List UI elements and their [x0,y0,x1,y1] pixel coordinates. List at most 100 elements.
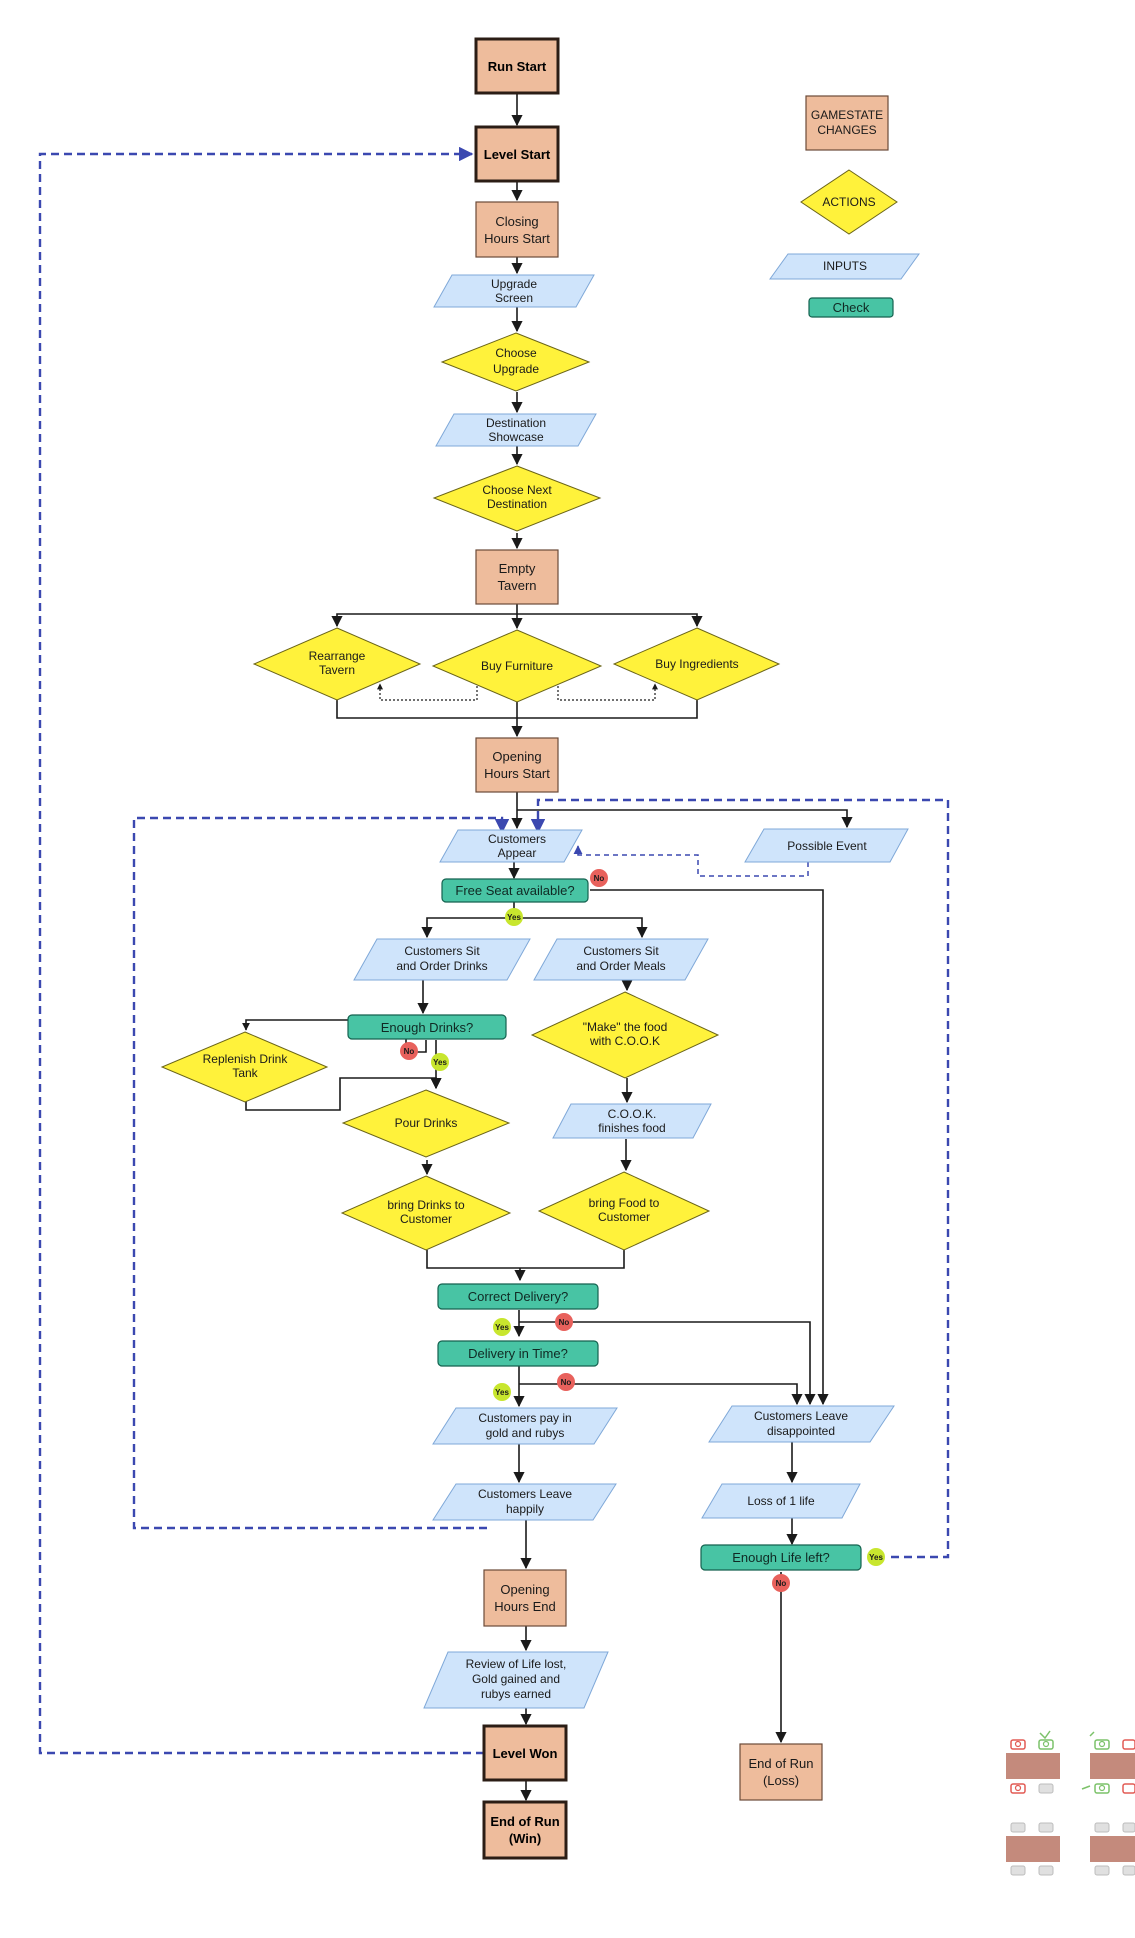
node-level-start[interactable]: Level Start [474,125,560,183]
node-bring-drinks[interactable]: bring Drinks to Customer [340,1175,512,1251]
loss-of-life-label: Loss of 1 life [747,1494,815,1508]
empty-tavern-label-1: Empty [499,561,536,576]
bring-food-label-2: Customer [598,1210,650,1224]
cook-finishes-label-2: finishes food [598,1121,665,1135]
node-sit-order-drinks[interactable]: Customers Sit and Order Drinks [353,938,531,981]
badge-enough-drinks-no: No [400,1042,418,1060]
node-end-run-loss[interactable]: End of Run (Loss) [739,1743,823,1801]
node-buy-furniture[interactable]: Buy Furniture [431,629,603,703]
node-sit-order-meals[interactable]: Customers Sit and Order Meals [533,938,709,981]
flow-lines [242,93,853,1802]
buy-ingredients-label: Buy Ingredients [655,657,738,671]
node-make-food[interactable]: "Make" the food with C.O.O.K [530,991,720,1079]
badge-enough-life-no: No [772,1574,790,1592]
node-customers-appear[interactable]: Customers Appear [439,829,583,863]
badge-correct-delivery-no: No [555,1313,573,1331]
level-won-label: Level Won [493,1746,558,1761]
choose-next-destination-label-1: Choose Next [482,483,552,497]
make-food-label-1: "Make" the food [583,1020,668,1034]
node-opening-hours-start[interactable]: Opening Hours Start [475,737,559,793]
table-icon [1006,1730,1060,1794]
node-customers-pay[interactable]: Customers pay in gold and rubys [432,1407,618,1445]
empty-tavern-label-2: Tavern [497,578,536,593]
badge-correct-delivery-yes: Yes [493,1318,511,1336]
leave-happily-label-1: Customers Leave [478,1487,572,1501]
dotted-connectors [377,682,658,701]
node-enough-life-check[interactable]: Enough Life left? [700,1544,862,1571]
make-food-label-2: with C.O.O.K [589,1034,660,1048]
node-destination-showcase[interactable]: Destination Showcase [435,413,597,447]
end-run-loss-label-2: (Loss) [763,1773,799,1788]
review-label-2: Gold gained and [472,1672,560,1686]
badge-delivery-in-time-no: No [557,1373,575,1391]
node-loss-of-life[interactable]: Loss of 1 life [701,1483,861,1519]
node-correct-delivery-check[interactable]: Correct Delivery? [437,1283,599,1310]
choose-upgrade-label-1: Choose [495,346,537,360]
svg-text:No: No [594,874,605,883]
node-end-run-win[interactable]: End of Run (Win) [482,1800,568,1860]
pour-drinks-label: Pour Drinks [395,1116,458,1130]
node-upgrade-screen[interactable]: Upgrade Screen [433,274,595,308]
cook-finishes-label-1: C.O.O.K. [608,1107,657,1121]
opening-hours-start-label-1: Opening [492,749,541,764]
node-possible-event[interactable]: Possible Event [744,828,909,863]
node-free-seat-check[interactable]: Free Seat available? [441,878,589,903]
opening-hours-start-label-2: Hours Start [484,766,550,781]
upgrade-screen-label-2: Screen [495,291,533,305]
node-cook-finishes[interactable]: C.O.O.K. finishes food [552,1103,712,1139]
node-rearrange-tavern[interactable]: Rearrange Tavern [252,627,422,701]
svg-text:No: No [561,1378,572,1387]
tavern-table-icons [1006,1730,1135,1876]
dashed-loop-event [573,845,809,877]
review-label-1: Review of Life lost, [466,1657,567,1671]
badge-delivery-in-time-yes: Yes [493,1383,511,1401]
node-bring-food[interactable]: bring Food to Customer [537,1171,711,1251]
legend-check: Check [808,297,894,318]
destination-showcase-label-2: Showcase [488,430,544,444]
legend-gamestate: GAMESTATE CHANGES [805,95,889,151]
badge-free-seat-yes: Yes [505,908,523,926]
node-pour-drinks[interactable]: Pour Drinks [341,1089,511,1158]
opening-hours-end-label-1: Opening [500,1582,549,1597]
dashed-loop-level [38,146,484,1755]
svg-text:Yes: Yes [869,1553,883,1562]
node-level-won[interactable]: Level Won [482,1724,568,1782]
node-opening-hours-end[interactable]: Opening Hours End [483,1569,567,1627]
node-enough-drinks-check[interactable]: Enough Drinks? [347,1014,507,1040]
node-run-start[interactable]: Run Start [474,37,560,95]
legend-inputs: INPUTS [769,253,920,280]
node-delivery-in-time-check[interactable]: Delivery in Time? [437,1340,599,1367]
legend: GAMESTATE CHANGES ACTIONS INPUTS Check [769,95,920,318]
table-icon [1090,1822,1135,1876]
destination-showcase-label-1: Destination [486,416,546,430]
bring-drinks-label-2: Customer [400,1212,452,1226]
leave-disappointed-label-2: disappointed [767,1424,835,1438]
node-replenish-drink-tank[interactable]: Replenish Drink Tank [160,1031,329,1103]
node-review[interactable]: Review of Life lost, Gold gained and rub… [423,1651,609,1709]
legend-actions-label: ACTIONS [822,195,875,209]
node-closing-hours-start[interactable]: Closing Hours Start [475,201,559,258]
legend-gamestate-label-1: GAMESTATE [811,108,883,122]
legend-inputs-label: INPUTS [823,259,867,273]
upgrade-screen-label-1: Upgrade [491,277,537,291]
node-choose-upgrade[interactable]: Choose Upgrade [440,332,591,392]
end-run-win-label-2: (Win) [509,1831,541,1846]
replenish-label-1: Replenish Drink [203,1052,289,1066]
review-label-3: rubys earned [481,1687,551,1701]
legend-check-label: Check [833,300,870,315]
node-choose-next-destination[interactable]: Choose Next Destination [432,465,602,532]
leave-disappointed-label-1: Customers Leave [754,1409,848,1423]
possible-event-label: Possible Event [787,839,867,853]
sit-order-meals-label-1: Customers Sit [583,944,659,958]
legend-gamestate-label-2: CHANGES [817,123,876,137]
node-leave-disappointed[interactable]: Customers Leave disappointed [708,1405,895,1443]
node-buy-ingredients[interactable]: Buy Ingredients [612,627,781,701]
free-seat-label: Free Seat available? [455,883,574,898]
svg-text:Yes: Yes [495,1323,509,1332]
node-empty-tavern[interactable]: Empty Tavern [475,549,559,605]
badge-enough-life-yes: Yes [867,1548,885,1566]
dashed-loop-customers [132,816,510,1530]
enough-life-label: Enough Life left? [732,1550,830,1565]
node-leave-happily[interactable]: Customers Leave happily [432,1483,617,1521]
customers-pay-label-1: Customers pay in [478,1411,571,1425]
